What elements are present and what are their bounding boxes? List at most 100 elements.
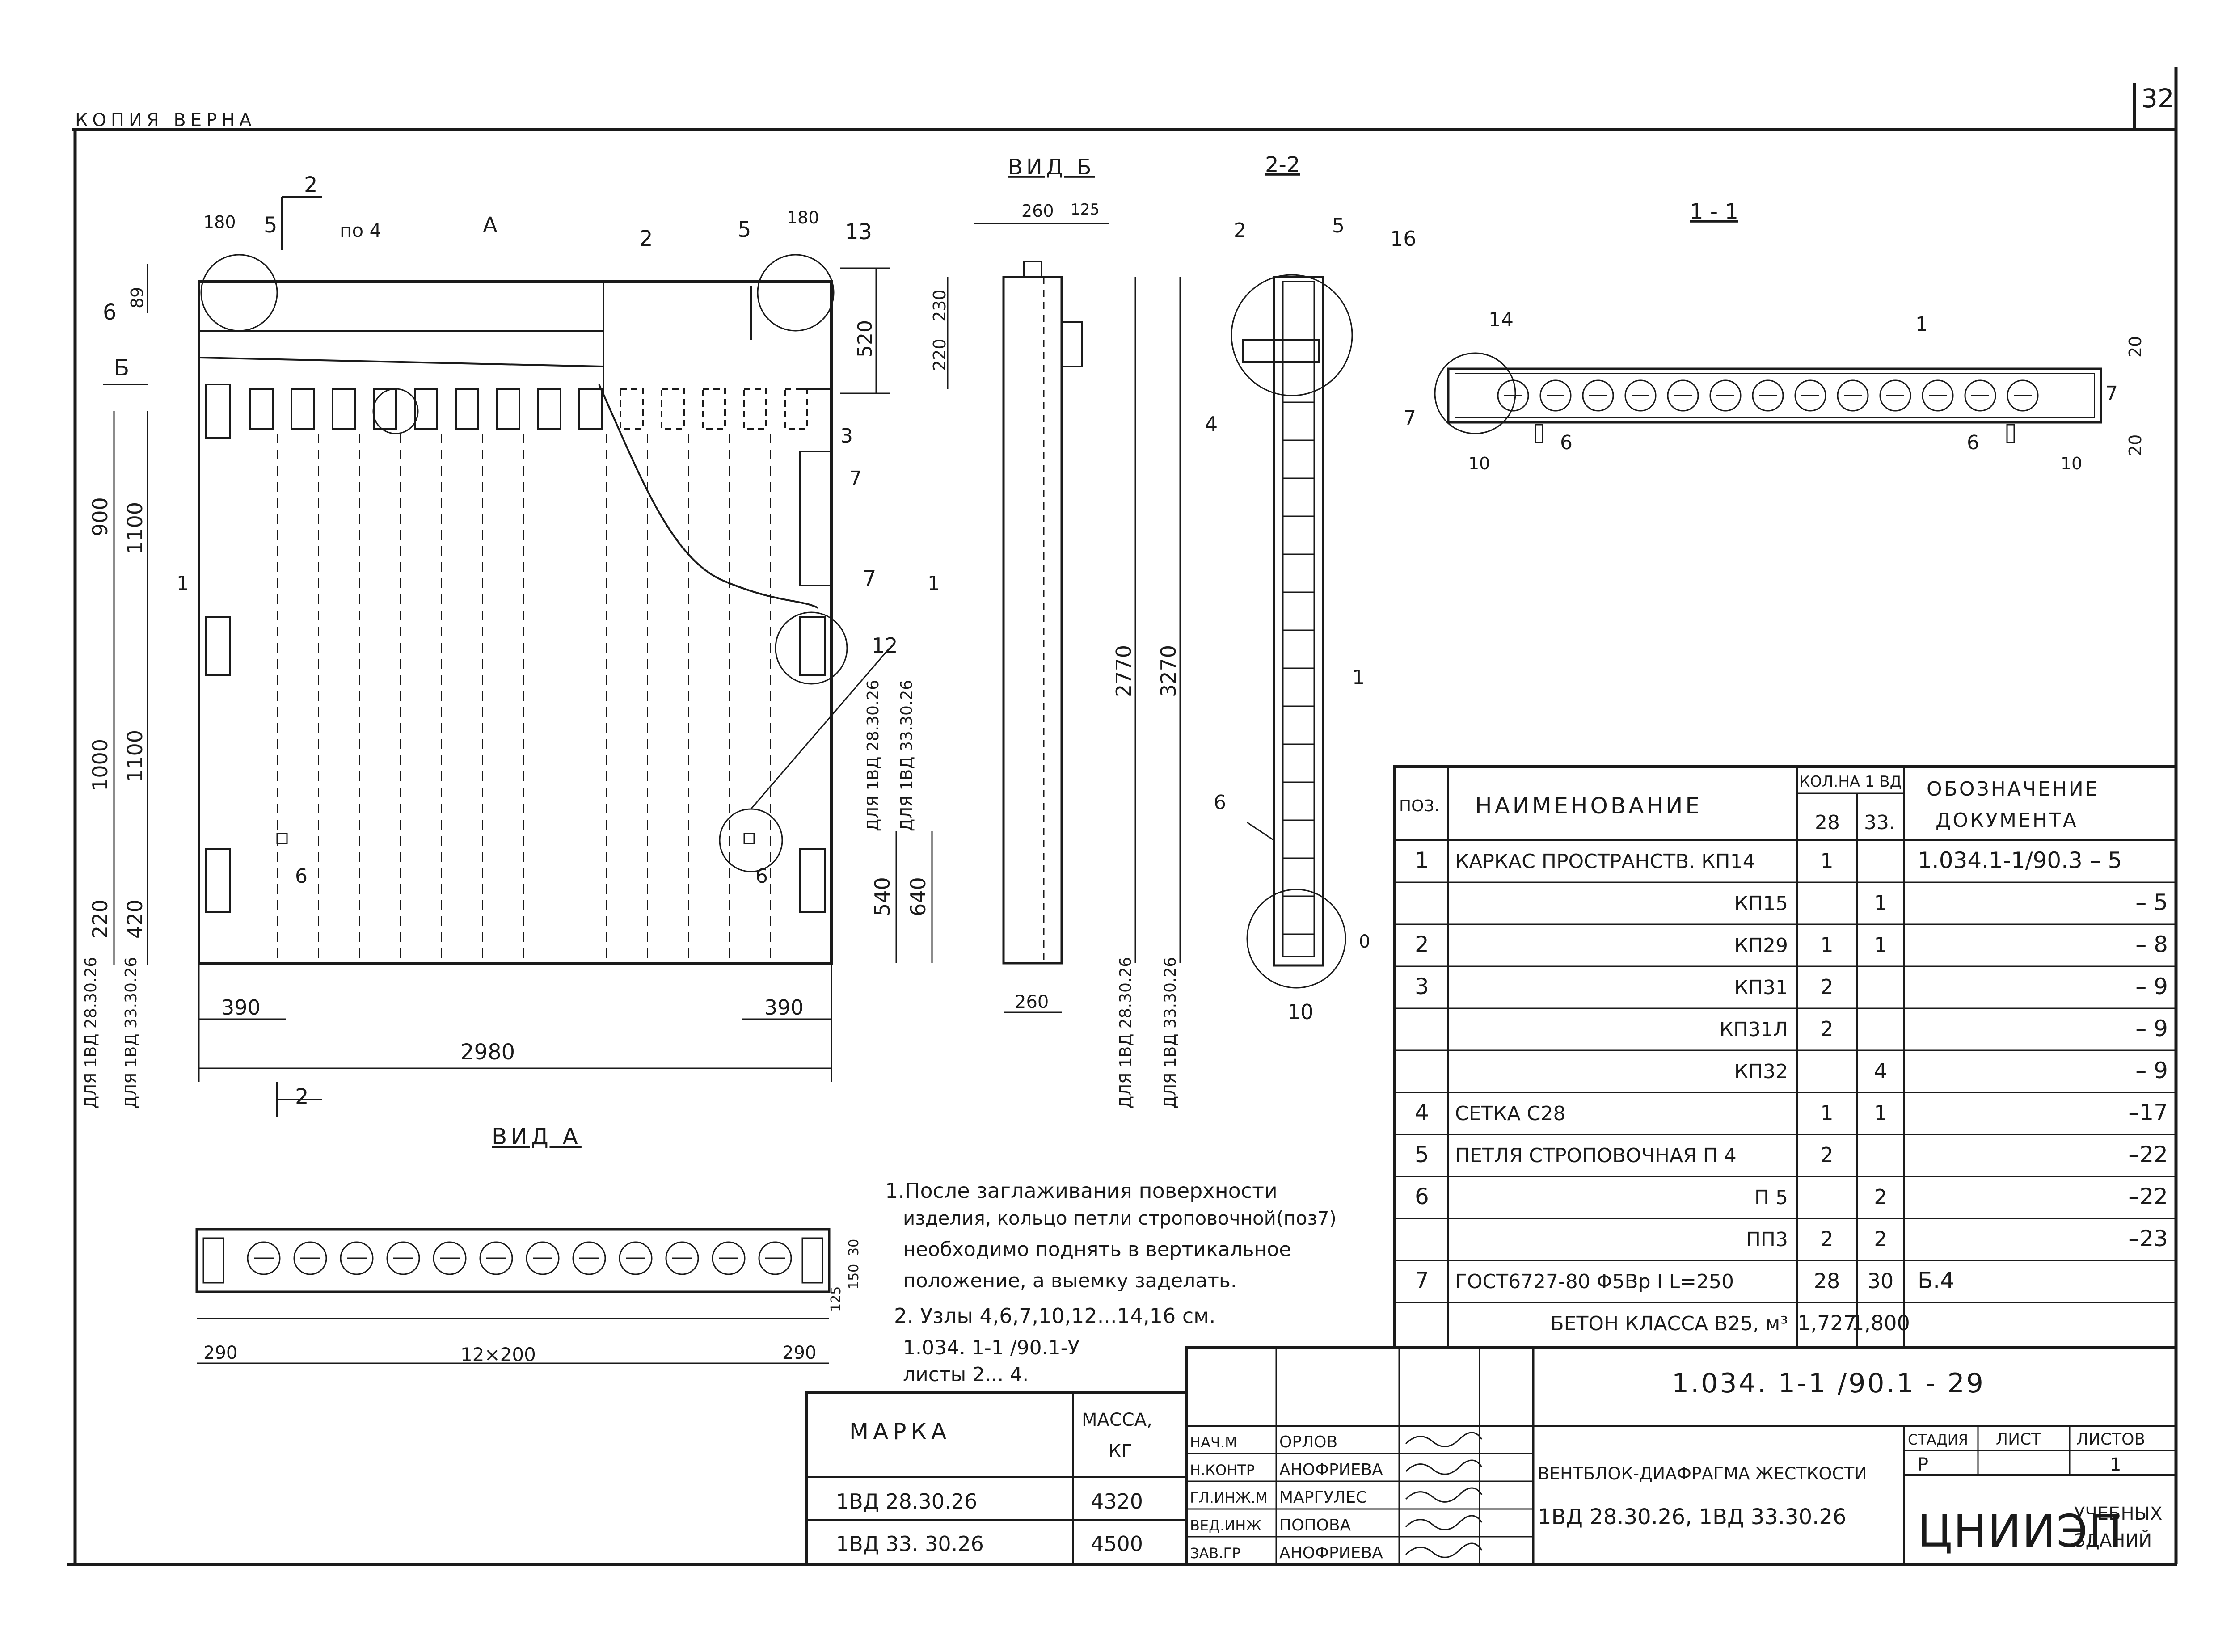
spec-cell-pos: 3 — [1415, 974, 1429, 999]
handwritten-signature — [1405, 1542, 1483, 1558]
spec-header-qty-33: 33. — [1864, 811, 1895, 834]
handwritten-signature — [1405, 1432, 1483, 1447]
spec-header-qty: КОЛ.НА 1 ВД — [1799, 773, 1902, 791]
void-circle — [1837, 379, 1869, 412]
spec-cell-doc: –17 — [2128, 1100, 2168, 1125]
spec-cell-q28: 2 — [1820, 1143, 1833, 1167]
mark-row-2-mark: 1ВД 33. 30.26 — [836, 1532, 984, 1556]
signature-role: ГЛ.ИНЖ.М — [1190, 1489, 1268, 1506]
handwritten-signature — [1405, 1515, 1483, 1530]
signature-role: НАЧ.М — [1190, 1434, 1237, 1451]
void-circle — [572, 1241, 606, 1275]
spec-cell-q33: 2 — [1874, 1227, 1887, 1251]
note-bottom-28: ДЛЯ 1ВД 28.30.26 — [82, 957, 100, 1108]
mass-header: МАССА, — [1082, 1410, 1152, 1430]
void-circle — [1964, 379, 1996, 412]
dim-bottom-2980: 2980 — [460, 1040, 515, 1065]
view-b-note-28: ДЛЯ 1ВД 28.30.26 — [1117, 957, 1135, 1108]
spec-cell-q28: 1 — [1820, 933, 1833, 957]
view-b-note-33: ДЛЯ 1ВД 33.30.26 — [1161, 957, 1180, 1108]
signature-name: МАРГУЛЕС — [1279, 1488, 1367, 1507]
spec-cell-q28: 1,727 — [1797, 1311, 1856, 1335]
signature-role: ЗАВ.ГР — [1190, 1545, 1240, 1562]
section-mark-2-bottom: 2 — [295, 1084, 309, 1109]
copy-stamp: КОПИЯ ВЕРНА — [75, 110, 256, 131]
dim-left-1000: 1000 — [88, 739, 112, 791]
view-b-dim-125: 125 — [1071, 201, 1100, 219]
note-side-28: ДЛЯ 1ВД 28.30.26 — [864, 680, 882, 831]
spec-cell-name: КП31 — [1734, 976, 1788, 999]
specification-table: ПОЗ. НАИМЕНОВАНИЕ КОЛ.НА 1 ВД 28 33. ОБО… — [1393, 765, 2177, 1349]
spec-cell-doc: –22 — [2128, 1184, 2168, 1210]
note-line-4: положение, а выемку заделать. — [903, 1269, 1237, 1292]
spec-cell-doc: – 5 — [2135, 889, 2168, 915]
item-title: ВЕНТБЛОК-ДИАФРАГМА ЖЕСТКОСТИ — [1538, 1464, 1867, 1483]
note-line-3: необходимо поднять в вертикальное — [903, 1238, 1291, 1261]
spec-cell-q33: 1 — [1874, 891, 1887, 915]
mark-header: МАРКА — [849, 1419, 951, 1445]
section-2-2 — [1231, 274, 1353, 989]
note-bottom-33: ДЛЯ 1ВД 33.30.26 — [122, 957, 140, 1108]
spec-cell-q33: 1 — [1874, 1101, 1887, 1125]
spec-cell-name: ПЕТЛЯ СТРОПОВОЧНАЯ П 4 — [1455, 1144, 1737, 1167]
stage-label: СТАДИЯ — [1908, 1431, 1968, 1448]
dim-left-220: 220 — [88, 899, 112, 939]
spec-cell-q28: 2 — [1820, 1227, 1833, 1251]
spec-cell-name: П 5 — [1754, 1186, 1788, 1209]
spec-cell-doc: – 9 — [2135, 974, 2168, 999]
dim-right-520: 520 — [854, 320, 877, 358]
org-sub-2: ЗДАНИЙ — [2074, 1530, 2152, 1551]
dim-right-540: 540 — [870, 877, 894, 916]
signature-name: АНОФРИЕВА — [1279, 1461, 1383, 1479]
spec-cell-pos: 1 — [1415, 847, 1429, 873]
spec-cell-q33: 4 — [1874, 1059, 1887, 1083]
spec-cell-doc: – 9 — [2135, 1016, 2168, 1041]
mass-header-unit: КГ — [1109, 1441, 1132, 1462]
spec-header-doc: ОБОЗНАЧЕНИЕ — [1927, 778, 2100, 801]
spec-cell-q28: 28 — [1814, 1269, 1840, 1293]
spec-cell-doc: –22 — [2128, 1142, 2168, 1167]
void-circle — [479, 1241, 513, 1275]
section-1-1-voids — [1497, 379, 2039, 412]
label-po4: по 4 — [340, 219, 381, 241]
s11-dim-10-right: 10 — [2061, 454, 2082, 473]
vent-opening — [702, 388, 726, 430]
spec-cell-doc: Б.4 — [1918, 1268, 1954, 1294]
mark-table: МАРКА МАССА, КГ 1ВД 28.30.26 4320 1ВД 33… — [805, 1391, 1188, 1566]
view-a-voids — [247, 1241, 792, 1275]
spec-cell-pos: 2 — [1415, 931, 1429, 957]
s11-label-6-right: 6 — [1967, 431, 1979, 454]
void-circle — [1624, 379, 1657, 412]
s22-label-16: 16 — [1390, 227, 1417, 251]
void-circle — [1667, 379, 1699, 412]
signature-name: АНОФРИЕВА — [1279, 1544, 1383, 1562]
s11-dim-20-bottom: 20 — [2125, 434, 2145, 456]
void-circle — [293, 1241, 327, 1275]
view-b-dim-260-top: 260 — [1021, 201, 1054, 221]
view-a-dim-290-left: 290 — [203, 1343, 237, 1363]
dim-top-180-right: 180 — [787, 208, 819, 228]
signature-name: ОРЛОВ — [1279, 1433, 1337, 1451]
handwritten-signature — [1405, 1487, 1483, 1503]
label-3: 3 — [840, 425, 853, 447]
section-ties — [1283, 401, 1314, 935]
spec-cell-name: ГОСТ6727-80 Φ5Вр I L=250 — [1455, 1270, 1734, 1293]
s11-label-6-left: 6 — [1560, 431, 1573, 454]
section-1-1-title: 1 - 1 — [1690, 199, 1738, 224]
void-circle — [386, 1241, 420, 1275]
note-line-2: изделия, кольцо петли строповочной(поз7) — [903, 1207, 1337, 1229]
void-circle — [2007, 379, 2039, 412]
vent-opening — [743, 388, 767, 430]
doc-code: 1.034. 1-1 /90.1 - 29 — [1672, 1368, 1985, 1399]
s22-label-6: 6 — [1214, 791, 1226, 814]
dim-top-89: 89 — [127, 287, 147, 308]
view-b-dim-230: 230 — [930, 289, 949, 322]
stage-value: Р — [1918, 1454, 1928, 1475]
sheets-label: ЛИСТОВ — [2076, 1430, 2145, 1449]
embed-plates — [205, 384, 826, 913]
label-6-mid-right: 6 — [755, 865, 768, 888]
org-logo: ЦНИИЭП — [1918, 1505, 2123, 1557]
signature-name: ПОПОВА — [1279, 1516, 1351, 1534]
